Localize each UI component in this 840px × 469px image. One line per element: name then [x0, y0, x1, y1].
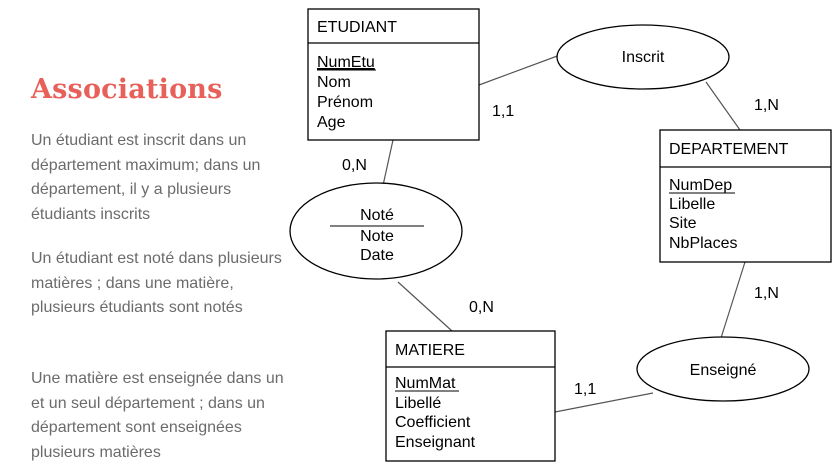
entity-etudiant-attr: Prénom	[317, 94, 373, 111]
entity-etudiant-key: NumEtu	[317, 54, 375, 71]
entity-matiere: MATIERE NumMat Libellé Coefficient Ensei…	[385, 330, 556, 462]
link-inscrit-departement	[705, 81, 741, 131]
entity-matiere-title: MATIERE	[395, 342, 465, 359]
association-inscrit: Inscrit	[556, 24, 730, 90]
association-note-attr: Date	[360, 247, 394, 264]
entity-matiere-attr: Libellé	[395, 395, 441, 412]
association-enseigne: Enseigné	[636, 336, 810, 402]
entity-departement-attr: Site	[669, 215, 697, 232]
link-note-matiere	[397, 281, 453, 332]
cardinality-departement-inscrit: 1,N	[754, 97, 779, 114]
cardinality-matiere-note: 0,N	[469, 299, 494, 316]
association-note-label: Noté	[360, 207, 394, 224]
entity-departement-attr: Libelle	[669, 196, 715, 213]
entity-etudiant-attr: Nom	[317, 74, 351, 91]
association-inscrit-label: Inscrit	[622, 49, 665, 66]
paragraph-inscrit: Un étudiant est inscrit dans un départem…	[31, 132, 261, 223]
link-matiere-enseigne	[554, 392, 654, 413]
association-note: Noté Note Date	[289, 182, 463, 280]
cardinality-etudiant-inscrit: 1,1	[492, 103, 514, 120]
entity-matiere-attr: Coefficient	[395, 414, 471, 431]
entity-departement-key: NumDep	[669, 177, 732, 194]
paragraph-enseigne: Une matière est enseignée dans un et un …	[31, 370, 284, 461]
cardinality-etudiant-note: 0,N	[342, 157, 367, 174]
entity-etudiant-attr: Age	[317, 114, 346, 131]
entity-departement-attr: NbPlaces	[669, 235, 737, 252]
entity-matiere-key: NumMat	[395, 375, 456, 392]
page-title: Associations	[31, 74, 223, 105]
link-etudiant-inscrit	[478, 54, 561, 86]
cardinality-departement-enseigne: 1,N	[754, 285, 779, 302]
association-note-attr: Note	[360, 228, 394, 245]
link-departement-enseigne	[720, 261, 746, 339]
entity-matiere-attr: Enseignant	[395, 434, 476, 451]
entity-etudiant: ETUDIANT NumEtu Nom Prénom Age	[307, 8, 480, 141]
entity-departement-title: DEPARTEMENT	[669, 141, 789, 158]
entity-departement: DEPARTEMENT NumDep Libelle Site NbPlaces	[659, 129, 832, 263]
cardinality-matiere-enseigne: 1,1	[574, 381, 596, 398]
paragraph-note: Un étudiant est noté dans plusieurs mati…	[31, 250, 282, 316]
association-enseigne-label: Enseigné	[690, 362, 757, 379]
entity-etudiant-title: ETUDIANT	[317, 19, 397, 36]
link-etudiant-note	[381, 139, 394, 191]
